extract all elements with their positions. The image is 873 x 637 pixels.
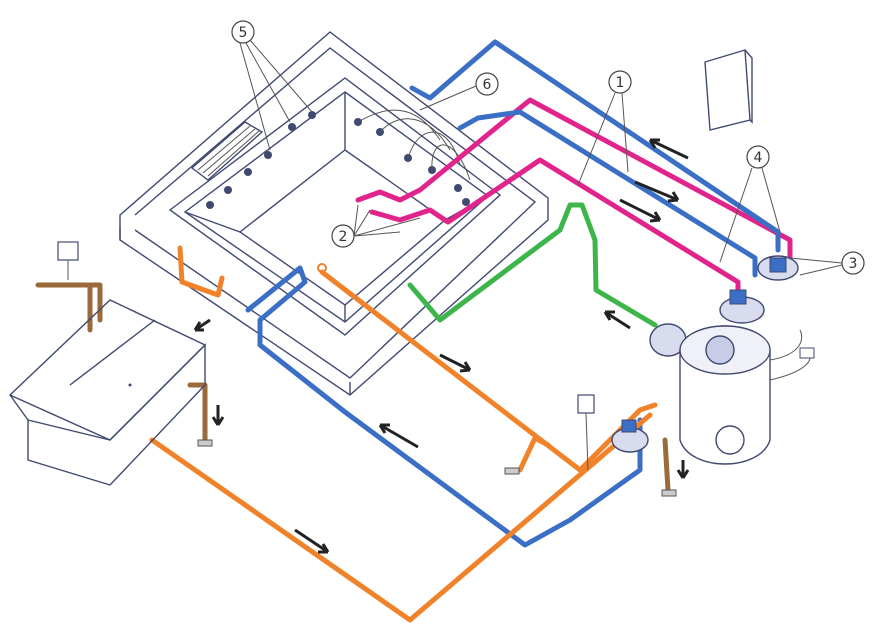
callout-1: 1 <box>577 70 632 186</box>
drain-icon <box>197 439 677 497</box>
level-sensor-icon <box>57 241 79 280</box>
callout-label-4: 4 <box>754 150 763 166</box>
callout-3: 3 <box>789 251 865 276</box>
callout-label-1: 1 <box>616 75 625 91</box>
callout-label-2: 2 <box>339 229 348 245</box>
callout-label-5: 5 <box>239 25 248 41</box>
control-box-icon <box>704 49 753 131</box>
flow-arrow-icon <box>193 138 690 554</box>
suction-line-blue <box>245 265 643 548</box>
air-lines <box>357 109 471 181</box>
callout-label-6: 6 <box>483 77 492 93</box>
filter-icon <box>679 325 815 465</box>
overflow-line-orange <box>177 245 225 298</box>
heater-line-green <box>407 202 658 328</box>
return-line-blue-top <box>409 39 781 253</box>
drain-line-orange <box>319 269 658 473</box>
filter-drain-brown <box>662 437 671 493</box>
callout-2: 2 <box>331 204 421 248</box>
wall-jets <box>206 111 470 273</box>
jet-line-magenta-upper <box>355 97 793 261</box>
skimmer-grate <box>190 121 264 181</box>
callout-label-3: 3 <box>849 256 858 272</box>
pump-icon <box>611 255 799 453</box>
return-line-blue-mid <box>457 109 758 278</box>
callout-5: 5 <box>231 20 313 151</box>
switch-box-icon <box>577 394 595 471</box>
tap-line-orange <box>517 435 551 473</box>
filter-return-orange <box>149 412 653 623</box>
callout-6: 6 <box>419 72 499 111</box>
balance-tank <box>8 299 207 486</box>
jet-line-magenta-lower <box>369 157 741 298</box>
fill-line-brown <box>35 282 103 333</box>
callout-4: 4 <box>719 145 781 263</box>
